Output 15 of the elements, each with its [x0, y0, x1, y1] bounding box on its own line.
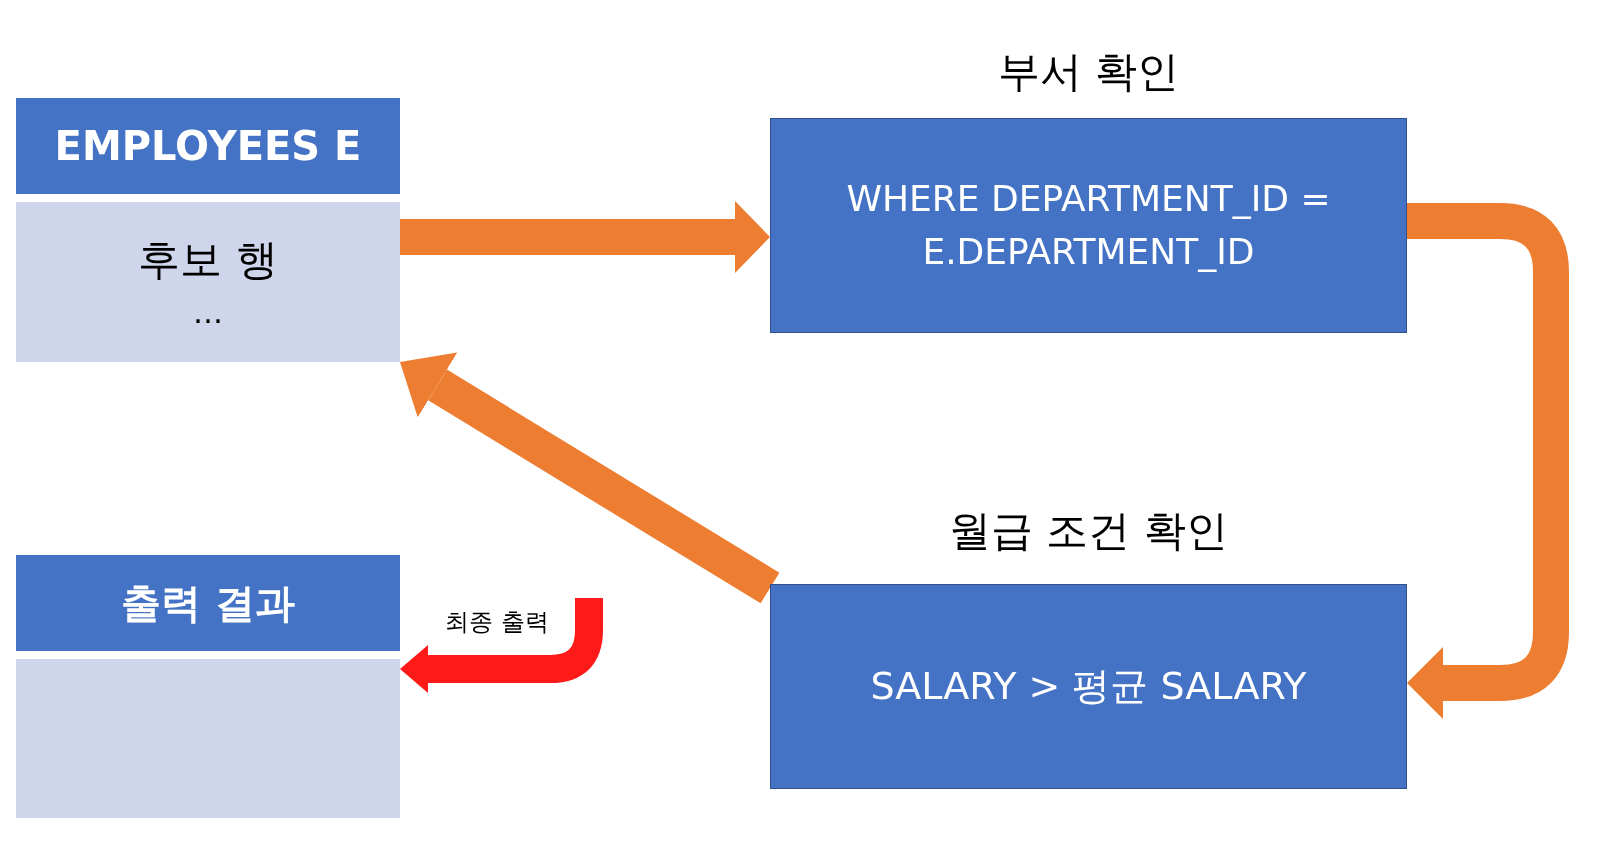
table-header: [16, 555, 400, 651]
table-body: [16, 202, 400, 362]
section-heading: 월급 조건 확인: [949, 505, 1228, 557]
table-name: 출력 결과: [121, 579, 295, 628]
arrow: [400, 598, 603, 693]
row-label: 후보 행: [138, 233, 278, 286]
condition-text: WHERE DEPARTMENT_ID = E.DEPARTMENT_ID: [845, 177, 1332, 274]
table-name: EMPLOYEES E: [54, 122, 362, 171]
arrow: [400, 201, 770, 273]
condition-text: SALARY > 평균 SALARY: [870, 662, 1307, 710]
ellipsis-text: …: [193, 293, 223, 332]
empty-result-box: [16, 659, 400, 818]
arrow: [400, 352, 780, 604]
section-heading: 부서 확인: [997, 46, 1180, 98]
table-header: [16, 98, 400, 194]
